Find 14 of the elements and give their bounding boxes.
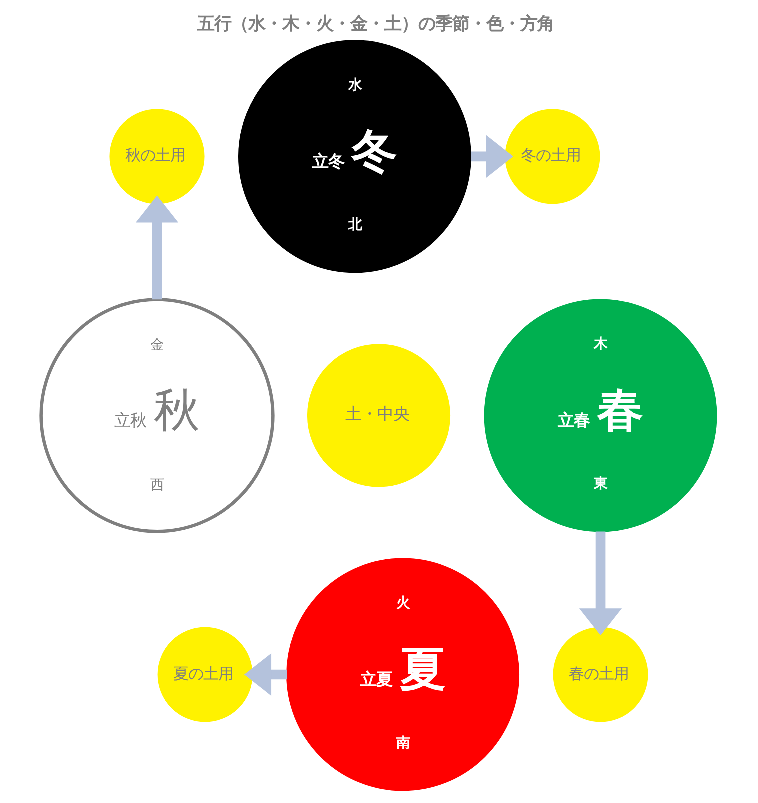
node-circle: 木 立春 春 東: [484, 299, 718, 532]
arrow: [579, 532, 622, 636]
node-circle: 金 立秋 秋 西: [40, 298, 275, 534]
node-circle: 土・中央: [307, 344, 451, 488]
arrow: [471, 135, 514, 178]
node-circle: 冬の土用: [505, 109, 600, 204]
node-circle: 火 立夏 夏 南: [286, 558, 520, 792]
arrow: [244, 653, 288, 696]
arrow: [136, 196, 179, 300]
node-circle: 春の土用: [553, 627, 648, 722]
node-circle: 秋の土用: [110, 109, 205, 204]
node-circle: 夏の土用: [158, 627, 253, 722]
diagram-title: 五行（水・木・火・金・土）の季節・色・方角: [198, 14, 555, 35]
node-circle: 水 立冬 冬 北: [238, 40, 472, 274]
